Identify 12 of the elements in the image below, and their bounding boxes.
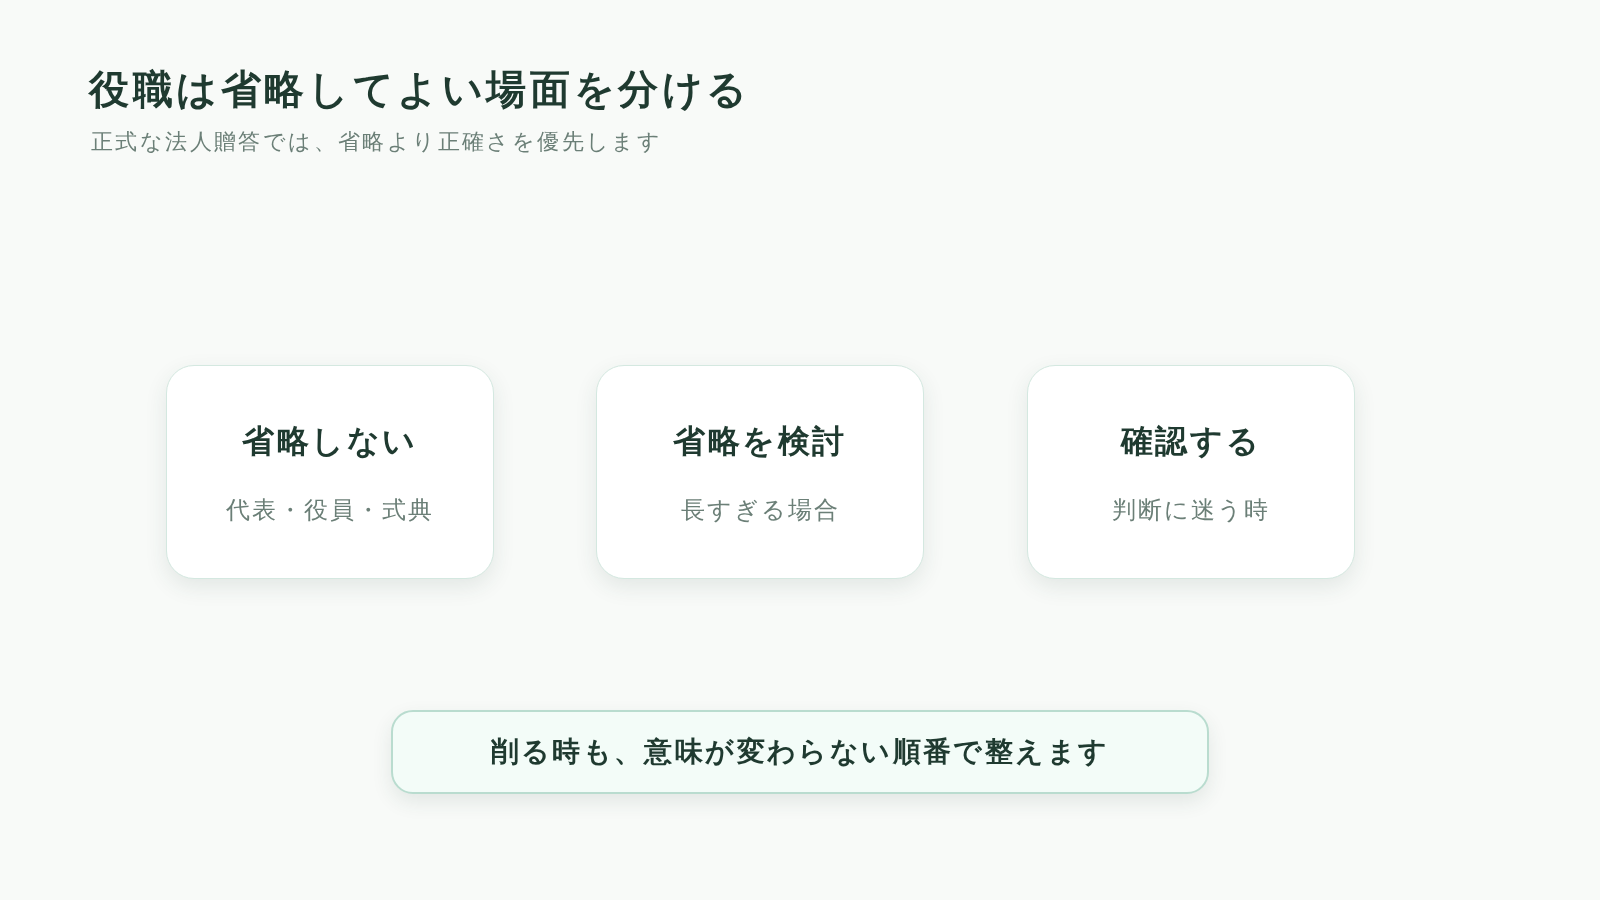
card	[1027, 365, 1355, 579]
card-heading: 省略しない	[242, 422, 418, 461]
card-text: 長すぎる場合	[680, 496, 840, 525]
card-heading: 省略を検討	[673, 422, 847, 461]
title: 役職は省略してよい場面を分ける	[89, 65, 751, 113]
subtitle: 正式な法人贈答では、省略より正確さを優先します	[91, 129, 663, 156]
card-heading: 確認する	[1120, 422, 1262, 461]
card	[596, 365, 924, 579]
note-banner: 削る時も、意味が変わらない順番で整えます	[391, 710, 1209, 794]
card-text: 判断に迷う時	[1112, 496, 1270, 525]
card-text: 代表・役員・式典	[226, 496, 434, 525]
card	[166, 365, 494, 579]
